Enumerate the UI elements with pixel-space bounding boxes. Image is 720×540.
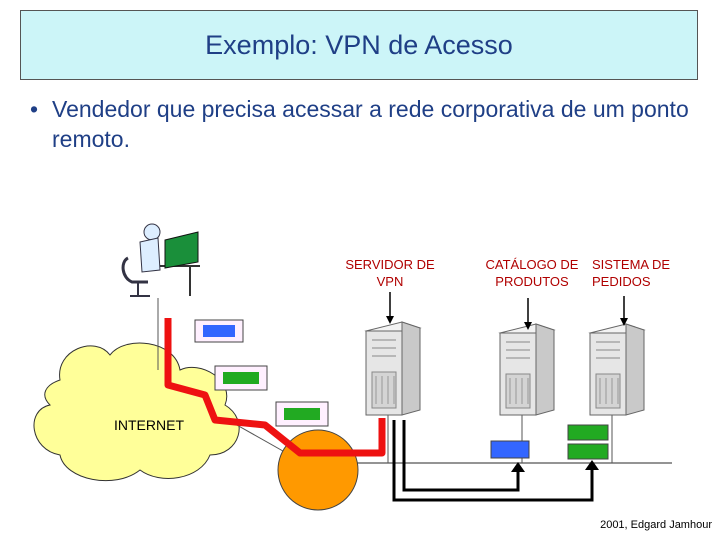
packet-blue-1: [194, 319, 244, 343]
bullet-text: Vendedor que precisa acessar a rede corp…: [52, 96, 689, 152]
bullet-item: • Vendedor que precisa acessar a rede co…: [30, 94, 700, 154]
user-computer-icon: [121, 223, 200, 297]
label-vpn-server: SERVIDOR DE VPN: [345, 257, 435, 289]
packet-green-1: [214, 365, 268, 391]
title-box: Exemplo: VPN de Acesso: [20, 10, 698, 80]
arrow-label-vpn: [386, 292, 394, 324]
link-catalog: [402, 420, 520, 492]
arrow-label-catalog: [524, 298, 532, 330]
label-orders-system: SISTEMA DE PEDIDOS: [592, 257, 671, 289]
slide-title: Exemplo: VPN de Acesso: [205, 29, 513, 60]
arrow-orders: [585, 460, 599, 470]
packet-blue-2: [490, 440, 530, 459]
catalog-server-icon: [498, 323, 556, 416]
arrow-catalog: [511, 462, 525, 472]
label-internet: INTERNET: [114, 417, 184, 433]
internet-cloud: [33, 342, 240, 482]
packet-green-3: [567, 424, 609, 441]
credit-text: 2001, Edgard Jamhour: [600, 519, 712, 531]
arrow-label-orders: [620, 296, 628, 326]
orders-server-icon: [588, 323, 646, 416]
packet-green-4: [567, 443, 609, 460]
bullet-marker: •: [30, 96, 39, 122]
vpn-tunnel: [164, 318, 386, 457]
vpn-server-icon: [364, 321, 422, 416]
packet-green-2: [275, 401, 329, 427]
link-orders: [392, 420, 594, 502]
label-catalog: CATÁLOGO DE PRODUTOS: [485, 257, 579, 289]
